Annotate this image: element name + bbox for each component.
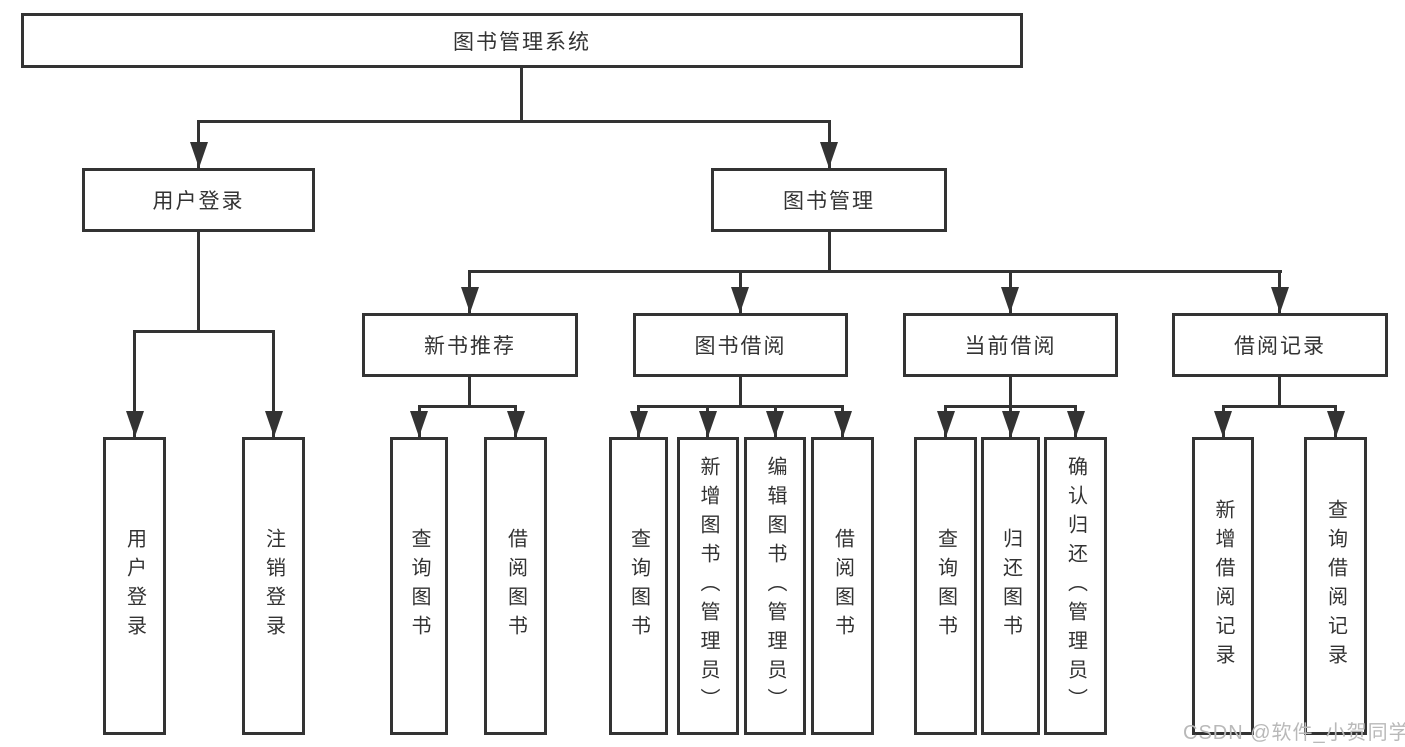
node-add-borrow-record: 新增借阅记录 (1192, 437, 1254, 735)
node-edit-book-admin: 编辑图书（管理员） (744, 437, 806, 735)
node-label: 新增借阅记录 (1212, 499, 1234, 673)
node-query-books: 查询图书 (914, 437, 977, 735)
node-label: 新增图书（管理员） (697, 455, 719, 717)
arrowhead-icon (410, 411, 428, 437)
node-label: 图书管理 (783, 190, 875, 213)
node-borrow-books: 借阅图书 (484, 437, 547, 735)
node-label: 借阅图书 (831, 528, 854, 644)
node-label: 查询图书 (627, 528, 650, 644)
node-logout: 注销登录 (242, 437, 305, 735)
node-label: 编辑图书（管理员） (764, 455, 786, 717)
arrowhead-icon (699, 411, 717, 437)
arrowhead-icon (507, 411, 525, 437)
arrowhead-icon (190, 142, 208, 168)
node-label: 查询图书 (408, 528, 430, 644)
arrowhead-icon (1271, 287, 1289, 313)
arrowhead-icon (1067, 411, 1085, 437)
line (133, 330, 136, 437)
line (828, 232, 831, 273)
node-return-books: 归还图书 (981, 437, 1040, 735)
node-label: 确认归还（管理员） (1064, 455, 1087, 717)
node-label: 借阅记录 (1234, 335, 1326, 358)
line (133, 330, 275, 333)
node-query-books: 查询图书 (390, 437, 448, 735)
node-book-management-branch: 图书管理 (711, 168, 947, 232)
node-label: 查询图书 (934, 528, 957, 644)
node-confirm-return-admin: 确认归还（管理员） (1044, 437, 1107, 735)
node-label: 图书借阅 (694, 335, 787, 358)
node-system-root: 图书管理系统 (21, 13, 1023, 68)
arrowhead-icon (1327, 411, 1345, 437)
line (272, 330, 275, 437)
watermark: CSDN @软件_小贺同学 (1183, 722, 1405, 744)
line (418, 405, 517, 408)
node-label: 图书管理系统 (453, 30, 591, 54)
node-add-book-admin: 新增图书（管理员） (677, 437, 739, 735)
node-label: 查询借阅记录 (1324, 499, 1347, 673)
line (197, 232, 200, 333)
node-borrow-books: 借阅图书 (811, 437, 874, 735)
arrowhead-icon (265, 411, 283, 437)
arrowhead-icon (1001, 287, 1019, 313)
arrowhead-icon (126, 411, 144, 437)
node-current-borrow: 当前借阅 (903, 313, 1118, 377)
arrowhead-icon (937, 411, 955, 437)
line (637, 405, 844, 408)
node-label: 当前借阅 (964, 335, 1057, 358)
line (739, 377, 742, 408)
line (1278, 377, 1281, 408)
line (1009, 377, 1012, 408)
line (469, 270, 1282, 273)
node-user-login: 用户登录 (103, 437, 166, 735)
node-label: 用户登录 (123, 528, 146, 644)
node-query-borrow-record: 查询借阅记录 (1304, 437, 1367, 735)
node-borrow-records: 借阅记录 (1172, 313, 1388, 377)
node-query-books: 查询图书 (609, 437, 668, 735)
node-book-borrow: 图书借阅 (633, 313, 848, 377)
arrowhead-icon (820, 142, 838, 168)
line (468, 377, 471, 408)
arrowhead-icon (834, 411, 852, 437)
node-label: 新书推荐 (424, 335, 516, 358)
line (197, 120, 831, 123)
arrowhead-icon (731, 287, 749, 313)
node-label: 用户登录 (152, 190, 245, 213)
node-user-login-branch: 用户登录 (82, 168, 315, 232)
node-new-book-recommend: 新书推荐 (362, 313, 578, 377)
arrowhead-icon (461, 287, 479, 313)
arrowhead-icon (1214, 411, 1232, 437)
line (520, 68, 523, 123)
line (1222, 405, 1337, 408)
arrowhead-icon (1002, 411, 1020, 437)
node-label: 归还图书 (999, 528, 1022, 644)
node-label: 借阅图书 (504, 528, 527, 644)
node-label: 注销登录 (262, 528, 285, 644)
arrowhead-icon (766, 411, 784, 437)
arrowhead-icon (630, 411, 648, 437)
